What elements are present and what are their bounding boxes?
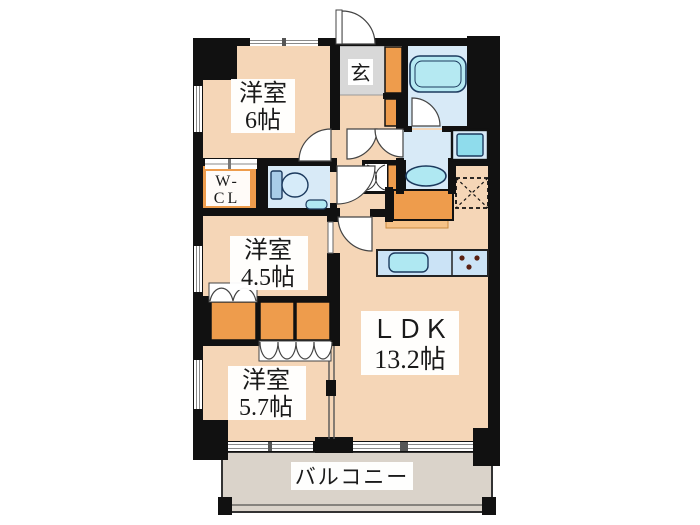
washroom-door-swing-icon bbox=[374, 128, 404, 158]
bathtub-icon bbox=[409, 55, 467, 93]
bathtub-inner-line bbox=[414, 60, 462, 88]
window-balcony-west57 bbox=[228, 442, 313, 451]
wall-hall-washroom-top bbox=[396, 99, 404, 130]
label-balcony: バルコニー bbox=[291, 462, 413, 490]
label-west57: 洋室 5.7帖 bbox=[228, 366, 306, 421]
wall-toilet-right-top bbox=[330, 162, 337, 172]
closet-west57-a bbox=[259, 301, 295, 341]
wall-right bbox=[488, 36, 500, 460]
svg-text:5.7帖: 5.7帖 bbox=[239, 394, 293, 421]
pillar-bottom-center bbox=[315, 437, 353, 453]
svg-text:バルコニー: バルコニー bbox=[295, 465, 410, 489]
fixtures bbox=[270, 55, 490, 277]
wall-45-right-a bbox=[327, 216, 340, 222]
closets bbox=[208, 282, 333, 362]
wall-hall-washer bbox=[396, 158, 404, 194]
wall-bath-washroom-left bbox=[404, 126, 412, 132]
wall-entry-bath bbox=[402, 44, 408, 128]
svg-text:W-: W- bbox=[215, 173, 239, 190]
balcony-foot-right bbox=[482, 497, 496, 515]
doors bbox=[298, 9, 441, 252]
shoe-cabinet bbox=[384, 46, 403, 94]
svg-text:玄: 玄 bbox=[351, 62, 371, 85]
wall-washer-fridge bbox=[448, 158, 456, 194]
pillar-bottom-left bbox=[193, 420, 228, 460]
balcony-foot-left bbox=[218, 497, 232, 515]
pillar-top-left bbox=[193, 38, 237, 80]
label-wcl: W- CL bbox=[206, 171, 250, 207]
window-left-west57 bbox=[194, 360, 202, 409]
svg-text:洋室: 洋室 bbox=[239, 80, 287, 107]
washbasin-icon bbox=[450, 128, 490, 162]
folding-doors-west57-icon bbox=[258, 340, 333, 362]
svg-text:ＬＤＫ: ＬＤＫ bbox=[371, 315, 449, 344]
toilet-door-swing-icon bbox=[336, 165, 376, 205]
labels: 洋室 6帖 玄 W- CL 洋室 4.5帖 ＬＤＫ 13.2帖 洋室 5.7帖 bbox=[206, 59, 459, 490]
west45-door bbox=[327, 221, 340, 254]
pillar-bottom-right bbox=[473, 428, 500, 466]
wall-45-right-b bbox=[327, 253, 340, 302]
hand-basin-icon bbox=[305, 199, 328, 210]
wcl-sliding-door bbox=[205, 159, 257, 169]
entrance-door-swing-icon bbox=[341, 10, 376, 45]
pillar-top-right bbox=[467, 36, 500, 132]
wall-cabinet-divider bbox=[383, 93, 404, 99]
partition-post bbox=[326, 380, 336, 396]
wall-hall-ldk bbox=[370, 209, 394, 217]
windows bbox=[194, 38, 473, 451]
bathroom-door-swing-icon bbox=[411, 97, 441, 127]
toilet-icon bbox=[270, 170, 309, 200]
window-left-west45 bbox=[194, 246, 202, 292]
gas-stove-burners-icon bbox=[459, 255, 480, 270]
wall-west6-right bbox=[330, 46, 340, 130]
wall-west6-bottom bbox=[203, 158, 337, 166]
svg-text:13.2帖: 13.2帖 bbox=[374, 345, 446, 374]
window-balcony-ldk bbox=[353, 442, 473, 451]
wall-washroom-bottom bbox=[448, 158, 488, 166]
wall-wcl-toilet bbox=[257, 163, 268, 213]
label-west45: 洋室 4.5帖 bbox=[230, 236, 308, 291]
closet-west45 bbox=[210, 301, 257, 341]
west6-door-swing-icon bbox=[298, 128, 332, 162]
washing-machine-icon bbox=[405, 165, 447, 187]
window-top-west6 bbox=[250, 38, 318, 46]
kitchen-counter bbox=[376, 249, 489, 277]
kitchen-cabinet bbox=[392, 189, 454, 221]
svg-text:CL: CL bbox=[214, 190, 240, 207]
svg-text:6帖: 6帖 bbox=[245, 107, 281, 134]
wall-kitchen-cabinet-left bbox=[385, 187, 393, 222]
kitchen-sink-icon bbox=[388, 252, 429, 273]
label-entrance: 玄 bbox=[348, 59, 373, 85]
svg-text:洋室: 洋室 bbox=[244, 237, 292, 264]
svg-text:4.5帖: 4.5帖 bbox=[241, 264, 295, 291]
closet-west57-b bbox=[295, 301, 331, 341]
wall-hall-45-top bbox=[203, 208, 340, 216]
entrance-door-leaf bbox=[335, 9, 343, 45]
refrigerator-space-icon bbox=[455, 177, 489, 209]
svg-text:洋室: 洋室 bbox=[242, 367, 290, 394]
label-ldk: ＬＤＫ 13.2帖 bbox=[361, 311, 459, 375]
window-left-west6 bbox=[194, 86, 202, 132]
ldk-door-swing-icon bbox=[337, 216, 373, 252]
bifold-door-icon bbox=[375, 164, 386, 191]
label-west6: 洋室 6帖 bbox=[231, 79, 295, 134]
